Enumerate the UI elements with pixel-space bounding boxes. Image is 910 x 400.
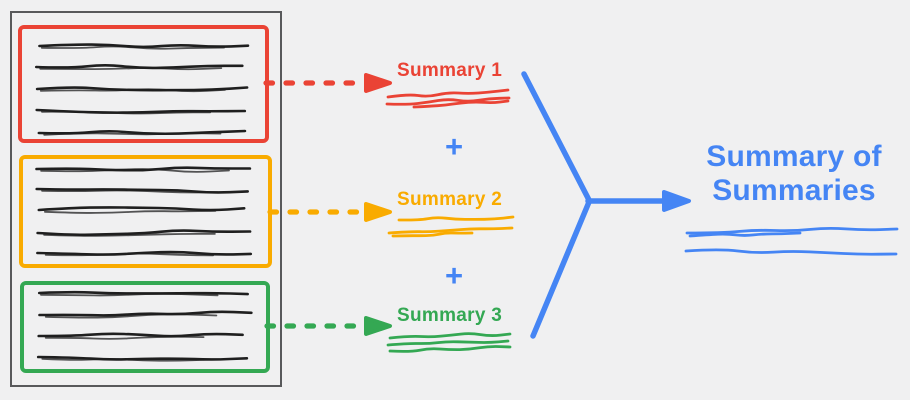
summary-1-scribble <box>385 88 511 109</box>
plus-operator-1: + <box>444 129 464 164</box>
yellow-dashed-arrow <box>267 202 392 222</box>
final-summary-title: Summary of Summaries <box>706 140 882 207</box>
plus-operator-2: + <box>444 258 464 293</box>
green-dashed-arrow <box>264 316 392 336</box>
document-section-1 <box>18 25 269 143</box>
red-dashed-arrow <box>263 73 392 93</box>
summary-3-label: Summary 3 <box>397 305 503 326</box>
document-section-3 <box>20 281 270 373</box>
final-summary-scribble <box>684 226 899 256</box>
summary-2-scribble <box>387 215 515 238</box>
summary-1-label: Summary 1 <box>397 60 503 81</box>
summary-2-label: Summary 2 <box>397 189 503 210</box>
merge-connector-arrow <box>521 71 691 339</box>
document-section-2 <box>19 155 272 268</box>
summary-3-scribble <box>386 332 512 353</box>
source-document-box <box>10 11 282 387</box>
